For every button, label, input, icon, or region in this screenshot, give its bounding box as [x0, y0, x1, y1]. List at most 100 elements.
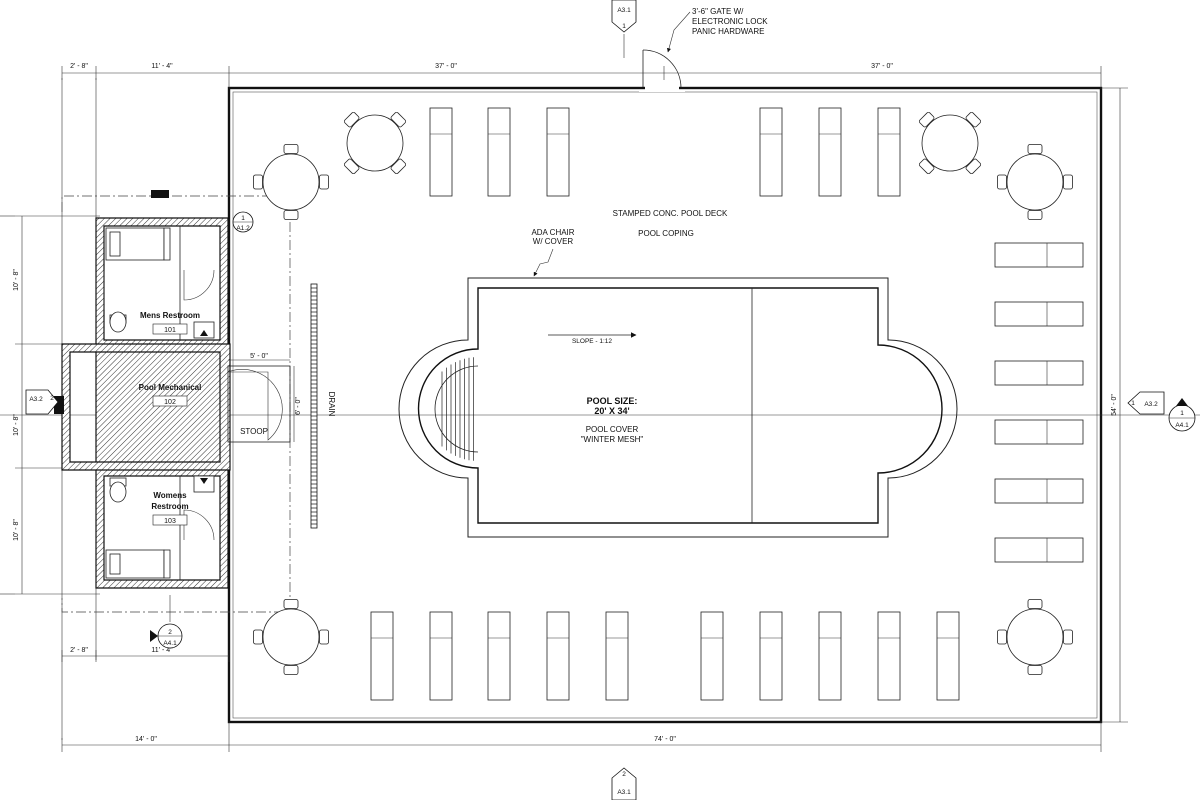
- table-with-chairs: [253, 599, 329, 675]
- table-with-chairs: [918, 111, 982, 175]
- chair: [1027, 599, 1043, 609]
- chair: [283, 665, 299, 675]
- chair: [253, 174, 263, 190]
- dimension-right: 54' - 0": [1101, 87, 1128, 723]
- round-table: [1006, 153, 1064, 211]
- chaise-lounge: [429, 107, 453, 197]
- svg-text:6' - 0": 6' - 0": [295, 397, 302, 415]
- svg-text:POOL COPING: POOL COPING: [638, 229, 694, 238]
- svg-text:2: 2: [50, 395, 54, 402]
- svg-text:SLOPE - 1:12: SLOPE - 1:12: [572, 338, 612, 345]
- svg-text:74' - 0": 74' - 0": [654, 736, 676, 743]
- mechanical-door: [227, 369, 283, 441]
- chaise-lounge: [818, 611, 842, 701]
- chair: [283, 144, 299, 154]
- svg-text:Pool Mechanical: Pool Mechanical: [139, 383, 202, 392]
- chair: [253, 629, 263, 645]
- chaise-lounge: [877, 611, 901, 701]
- svg-text:STAMPED CONC. POOL DECK: STAMPED CONC. POOL DECK: [613, 209, 728, 218]
- section-marker-top: A3.1 1: [611, 0, 637, 58]
- deck-boundary: [227, 86, 1103, 724]
- chaise-lounge: [994, 419, 1084, 445]
- pool: [398, 277, 958, 538]
- round-table: [346, 114, 404, 172]
- chair: [283, 599, 299, 609]
- svg-text:37' - 0": 37' - 0": [435, 63, 457, 70]
- dimension-top: 2' - 8" 11' - 4" 37' - 0" 37' - 0": [61, 63, 1102, 88]
- chaise-lounge: [759, 611, 783, 701]
- svg-text:POOL COVER: POOL COVER: [586, 425, 639, 434]
- svg-text:A3.2: A3.2: [29, 396, 43, 403]
- section-marker-right: 1 A3.2: [1127, 391, 1165, 415]
- svg-text:20' X 34': 20' X 34': [594, 406, 629, 416]
- chair: [283, 210, 299, 220]
- table-with-chairs: [253, 144, 329, 220]
- chaise-lounge: [818, 107, 842, 197]
- chair: [1027, 144, 1043, 154]
- svg-text:10' - 8": 10' - 8": [13, 414, 20, 436]
- svg-text:W/ COVER: W/ COVER: [533, 237, 574, 246]
- chaise-lounge: [994, 301, 1084, 327]
- svg-text:Mens Restroom: Mens Restroom: [140, 311, 200, 320]
- svg-text:2' - 8": 2' - 8": [70, 63, 88, 70]
- chair: [390, 111, 407, 128]
- svg-text:1: 1: [622, 23, 626, 30]
- pool-gate: [639, 49, 685, 92]
- elevation-marker-right: 1 A4.1: [1168, 398, 1196, 432]
- chair: [965, 111, 982, 128]
- chaise-lounge: [605, 611, 629, 701]
- svg-text:A4.1: A4.1: [1175, 422, 1189, 429]
- svg-text:11' - 4": 11' - 4": [151, 63, 173, 70]
- svg-text:54' - 0": 54' - 0": [1111, 394, 1118, 416]
- svg-text:101: 101: [164, 327, 176, 334]
- dimension-bottom-upper: 2' - 8" 11' - 4": [61, 647, 230, 662]
- chaise-lounge: [994, 242, 1084, 268]
- table-with-chairs: [997, 144, 1073, 220]
- chair: [319, 174, 329, 190]
- chair: [319, 629, 329, 645]
- svg-text:"WINTER MESH": "WINTER MESH": [581, 435, 644, 444]
- round-table: [921, 114, 979, 172]
- section-marker-left: A3.2 2: [25, 389, 59, 415]
- svg-text:1: 1: [241, 215, 245, 222]
- chair: [918, 158, 935, 175]
- round-table: [262, 608, 320, 666]
- svg-text:A1.2: A1.2: [236, 225, 250, 232]
- svg-text:103: 103: [164, 518, 176, 525]
- trench-drain: DRAIN: [310, 283, 336, 529]
- mens-restroom-fixtures: [103, 227, 215, 339]
- chair: [390, 158, 407, 175]
- chair: [997, 174, 1007, 190]
- svg-text:2: 2: [168, 629, 172, 636]
- svg-text:37' - 0": 37' - 0": [871, 63, 893, 70]
- chair: [1063, 629, 1073, 645]
- table-with-chairs: [997, 599, 1073, 675]
- round-table: [1006, 608, 1064, 666]
- chaise-lounge: [487, 107, 511, 197]
- svg-text:14' - 0": 14' - 0": [135, 736, 157, 743]
- section-marker-bottom: 2 A3.1: [611, 767, 637, 800]
- chair: [965, 158, 982, 175]
- svg-text:ELECTRONIC LOCK: ELECTRONIC LOCK: [692, 17, 768, 26]
- elevation-marker-bottom: 2 A4.1: [150, 595, 183, 649]
- deck-furniture: [253, 107, 1084, 701]
- svg-text:2' - 8": 2' - 8": [70, 647, 88, 654]
- svg-text:11' - 4": 11' - 4": [151, 647, 173, 654]
- room-pool-mechanical: Pool Mechanical 102: [139, 383, 202, 407]
- chair: [1063, 174, 1073, 190]
- womens-restroom-fixtures: [105, 475, 215, 579]
- chaise-lounge: [994, 537, 1084, 563]
- chair: [343, 111, 360, 128]
- chair: [997, 629, 1007, 645]
- svg-text:1: 1: [1180, 410, 1184, 417]
- svg-text:10' - 8": 10' - 8": [13, 519, 20, 541]
- chair: [1027, 210, 1043, 220]
- chaise-lounge: [487, 611, 511, 701]
- stoop: STOOP 5' - 0" 6' - 0": [227, 353, 302, 443]
- svg-text:PANIC HARDWARE: PANIC HARDWARE: [692, 27, 764, 36]
- chair: [918, 111, 935, 128]
- chaise-lounge: [994, 360, 1084, 386]
- table-with-chairs: [343, 111, 407, 175]
- svg-text:A3.1: A3.1: [617, 7, 631, 14]
